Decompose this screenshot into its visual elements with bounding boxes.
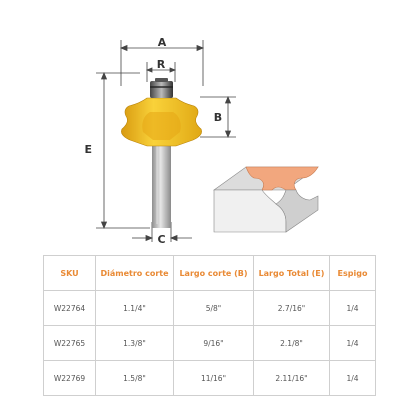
cell-espigo: 1/4 (329, 290, 376, 326)
header-espigo: Espigo (329, 255, 376, 291)
dimension-b (200, 95, 236, 139)
header-largo-total: Largo Total (E) (253, 255, 330, 291)
cell-largo-total: 2.1/8" (253, 325, 330, 361)
cell-largo-corte: 5/8" (173, 290, 254, 326)
cell-espigo: 1/4 (329, 360, 376, 396)
cell-sku: W22765 (43, 325, 96, 361)
profile-cut (245, 166, 319, 191)
label-r: R (157, 58, 166, 71)
cell-largo-total: 2.11/16" (253, 360, 330, 396)
label-c: C (157, 233, 165, 246)
cell-sku: W22769 (43, 360, 96, 396)
router-bit (121, 78, 202, 228)
cell-diametro: 1.1/4" (95, 290, 174, 326)
header-sku: SKU (43, 255, 96, 291)
header-diametro-corte: Diámetro corte (95, 255, 174, 291)
dimension-a (119, 40, 205, 86)
bit-bearing (150, 81, 173, 98)
cell-largo-total: 2.7/16" (253, 290, 330, 326)
router-bit-drawing: A R E B C (84, 36, 319, 246)
label-e: E (84, 143, 92, 156)
bit-shank (152, 140, 171, 228)
table-header-row: SKU Diámetro corte Largo corte (B) Largo… (43, 255, 376, 291)
spec-table: SKU Diámetro corte Largo corte (B) Largo… (43, 255, 376, 396)
cell-espigo: 1/4 (329, 325, 376, 361)
table-row: W22765 1.3/8" 9/16" 2.1/8" 1/4 (43, 325, 376, 361)
dimension-e (96, 71, 150, 230)
dimension-r (145, 62, 177, 82)
label-b: B (214, 111, 222, 124)
header-largo-corte: Largo corte (B) (173, 255, 254, 291)
cell-sku: W22764 (43, 290, 96, 326)
table-row: W22769 1.5/8" 11/16" 2.11/16" 1/4 (43, 360, 376, 396)
label-a: A (158, 36, 167, 49)
cell-largo-corte: 9/16" (173, 325, 254, 361)
cell-diametro: 1.3/8" (95, 325, 174, 361)
table-row: W22764 1.1/4" 5/8" 2.7/16" 1/4 (43, 290, 376, 326)
profile-sample (213, 166, 319, 233)
cell-diametro: 1.5/8" (95, 360, 174, 396)
cell-largo-corte: 11/16" (173, 360, 254, 396)
